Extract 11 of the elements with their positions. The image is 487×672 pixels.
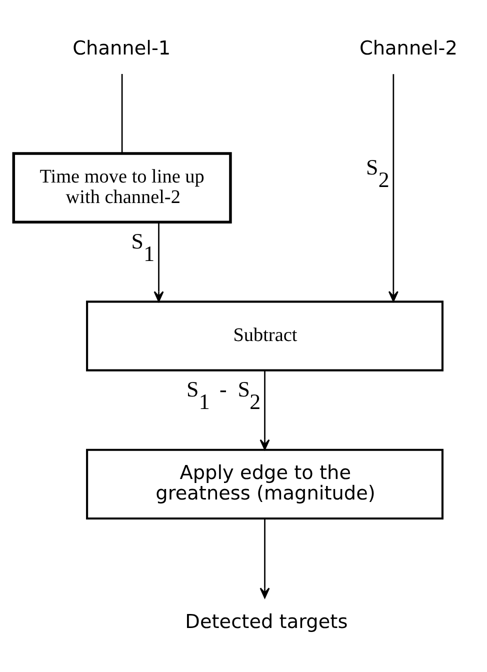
node-box: Subtract — [86, 300, 444, 372]
node-text: Detected targets — [185, 610, 348, 633]
node-text: Channel-1 — [72, 36, 171, 60]
arrow — [154, 222, 164, 302]
arrow — [260, 518, 270, 598]
node-box: Time move to line up with channel-2 — [12, 152, 232, 224]
connector — [121, 74, 123, 154]
node-box: Apply edge to the greatness (magnitude) — [86, 448, 444, 520]
arrow — [388, 74, 398, 302]
node-text: Channel-2 — [359, 36, 458, 60]
arrow — [260, 370, 270, 450]
